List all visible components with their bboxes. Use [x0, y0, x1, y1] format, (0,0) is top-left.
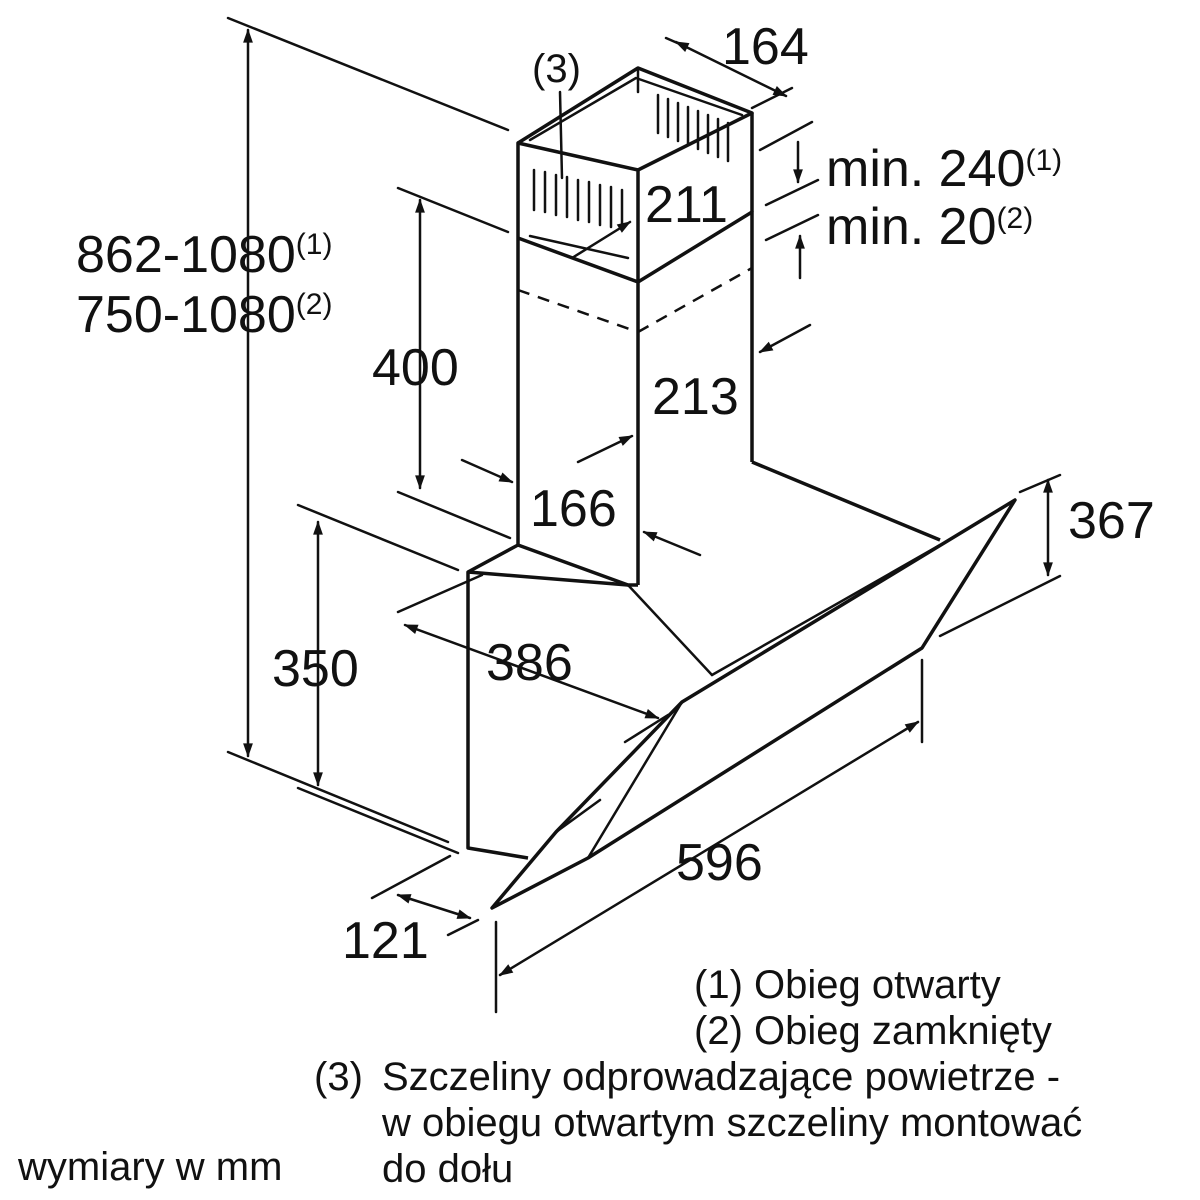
legend-item-3-line-2: w obiegu otwartym szczeliny montować	[381, 1101, 1082, 1145]
legend-item-closed-circulation: (2) Obieg zamknięty	[694, 1009, 1052, 1053]
legend-item-3-marker: (3)	[314, 1055, 363, 1099]
dim-213: 213	[652, 368, 739, 426]
overlap-line-side	[637, 266, 753, 334]
vent-slots-front	[528, 168, 630, 260]
extension-lines	[226, 16, 1062, 1014]
legend: (1) Obieg otwarty (2) Obieg zamknięty (3…	[17, 963, 1082, 1191]
dim-211: 211	[645, 176, 728, 234]
dimension-lines	[243, 28, 1053, 977]
legend-item-open-circulation: (1) Obieg otwarty	[694, 963, 1001, 1007]
dim-line-386	[403, 623, 660, 720]
dim-min-20: min. 20(2)	[826, 198, 1033, 256]
dim-164: 164	[722, 18, 809, 76]
legend-item-3-line-1: Szczeliny odprowadzające powietrze -	[382, 1055, 1060, 1099]
dim-line-121	[396, 893, 472, 920]
vent-slot-reference: (3)	[532, 47, 581, 91]
dim-min-240: min. 240(1)	[826, 140, 1062, 198]
dim-line-596	[498, 720, 920, 977]
dim-121: 121	[342, 912, 429, 970]
vent-slots-side	[656, 93, 730, 163]
dim-total-height-open: 862-1080(1)	[76, 226, 332, 284]
hood-body-top	[751, 460, 941, 542]
hood-body	[466, 543, 529, 860]
legend-item-3-line-3: do dołu	[382, 1147, 513, 1191]
dim-line-164	[674, 40, 788, 98]
lower-chimney-top	[517, 210, 754, 462]
dim-367: 367	[1068, 492, 1155, 550]
dim-400: 400	[372, 339, 459, 397]
overlap-line-front	[517, 288, 639, 334]
dimension-labels: 164 min. 240(1) min. 20(2) 862-1080(1) 7…	[76, 18, 1155, 970]
hood-outline	[466, 66, 1017, 910]
dim-350: 350	[272, 640, 359, 698]
dim-total-height-closed: 750-1080(2)	[76, 286, 332, 344]
lower-chimney-front	[516, 238, 638, 587]
dim-596: 596	[676, 834, 763, 892]
dim-166: 166	[530, 480, 617, 538]
dim-386: 386	[486, 634, 573, 692]
units-note: wymiary w mm	[17, 1145, 282, 1189]
upper-chimney-front	[516, 141, 640, 282]
